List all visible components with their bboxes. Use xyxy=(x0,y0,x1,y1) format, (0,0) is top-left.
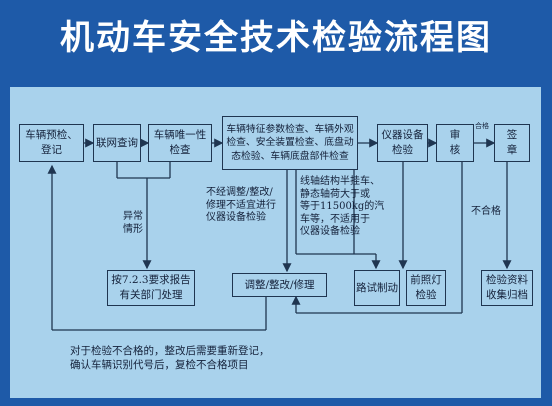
note-bottom: 对于检验不合格的，整改后需要重新登记， 确认车辆识别代号后，复检不合格项目 xyxy=(70,345,270,371)
box-adjust: 调整/整改/修理 xyxy=(232,273,327,297)
box-pre-check: 车辆预检、 登记 xyxy=(19,124,84,162)
box-uniqueness-check: 车辆唯一性 检查 xyxy=(148,124,212,162)
box-road-brake: 路试制动 xyxy=(354,270,400,306)
box-instrument-check: 仪器设备 检验 xyxy=(377,124,428,162)
box-report-dept: 按7.2.3要求报告 有关部门处理 xyxy=(107,270,195,306)
box-review: 审 核 xyxy=(436,124,474,162)
box-sign: 签 章 xyxy=(494,124,530,162)
page-title: 机动车安全技术检验流程图 xyxy=(60,18,492,58)
box-network-query: 联网查询 xyxy=(93,124,141,162)
note-unqualified: 不合格 xyxy=(471,206,501,217)
note-no-instrument: 不经调整/整改/ 修理不适宜进行 仪器设备检验 xyxy=(206,187,276,223)
box-feature-check: 车辆特征参数检查、车辆外观检查、安全装置检查、底盘动态检验、车辆底盘部件检查 xyxy=(222,116,358,170)
note-abnormal: 异常 情形 xyxy=(123,211,143,235)
box-archive: 检验资料 收集归档 xyxy=(481,270,533,306)
box-headlight: 前照灯 检验 xyxy=(406,270,446,306)
note-qualified: 合格 xyxy=(475,122,489,130)
note-axle: 线轴结构半挂车、 静态轴荷大于或 等于11500kg的汽 车等，不适用于 仪器设… xyxy=(300,176,385,237)
